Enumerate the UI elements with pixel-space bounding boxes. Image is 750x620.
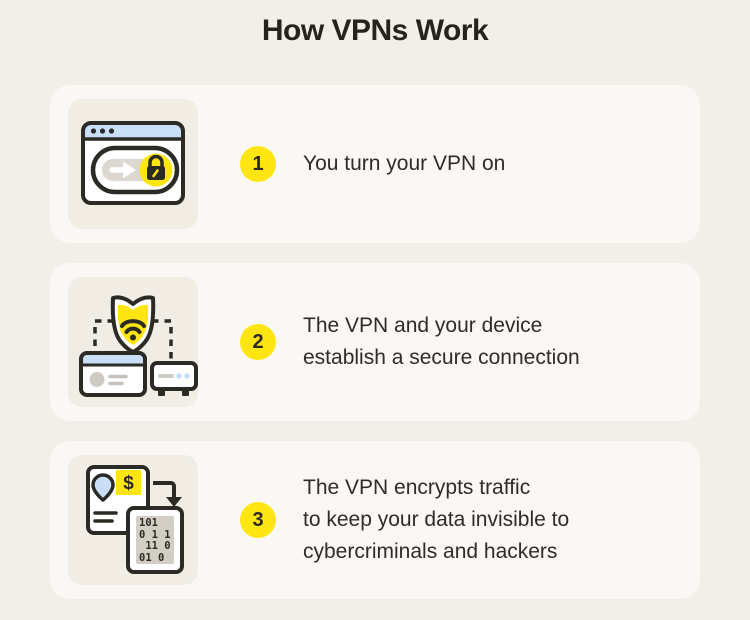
step-number-badge: 1 — [240, 146, 276, 182]
wifi-icon — [120, 319, 146, 341]
step-number-badge: 2 — [240, 324, 276, 360]
binary-document-icon — [126, 506, 184, 574]
step-3-icon-tile: $ 101 0 1 1 11 0 01 0 — [68, 455, 198, 585]
dashed-connection-lines — [93, 319, 173, 359]
step-number-badge: 3 — [240, 502, 276, 538]
step-1-icon-tile — [68, 99, 198, 229]
dollar-sign: $ — [123, 473, 134, 494]
dollar-tile — [116, 470, 141, 495]
shield-secure-connection-icon — [79, 295, 198, 397]
step-card-2: 2 The VPN and your device establish a se… — [50, 263, 700, 421]
location-pin-icon — [91, 473, 115, 502]
device-browser-icon — [79, 351, 147, 397]
step-text: The VPN encrypts traffic to keep your da… — [303, 476, 570, 563]
step-number: 1 — [252, 152, 264, 175]
router-icon — [150, 361, 198, 396]
wifi-shield-icon — [110, 295, 156, 354]
step-2-icon-tile — [68, 277, 198, 407]
step-text: The VPN and your device establish a secu… — [303, 314, 580, 369]
transfer-arrow-icon — [153, 481, 182, 507]
step-card-1: 1 You turn your VPN on — [50, 85, 700, 243]
data-card-icon: $ — [86, 465, 150, 535]
step-text: You turn your VPN on — [303, 152, 506, 175]
encrypted-data-icon: $ — [86, 465, 184, 574]
binary-code-text: 101 0 1 1 11 0 01 0 — [139, 517, 171, 564]
steps-list: 1 You turn your VPN on — [50, 85, 700, 599]
page-title: How VPNs Work — [261, 14, 489, 47]
step-number: 2 — [252, 330, 264, 353]
lock-icon — [147, 154, 165, 180]
toggle-switch-icon — [90, 145, 180, 195]
vpn-toggle-browser-icon — [81, 121, 185, 205]
step-number: 3 — [252, 508, 264, 531]
step-card-3: $ 101 0 1 1 11 0 01 0 3 — [50, 441, 700, 599]
